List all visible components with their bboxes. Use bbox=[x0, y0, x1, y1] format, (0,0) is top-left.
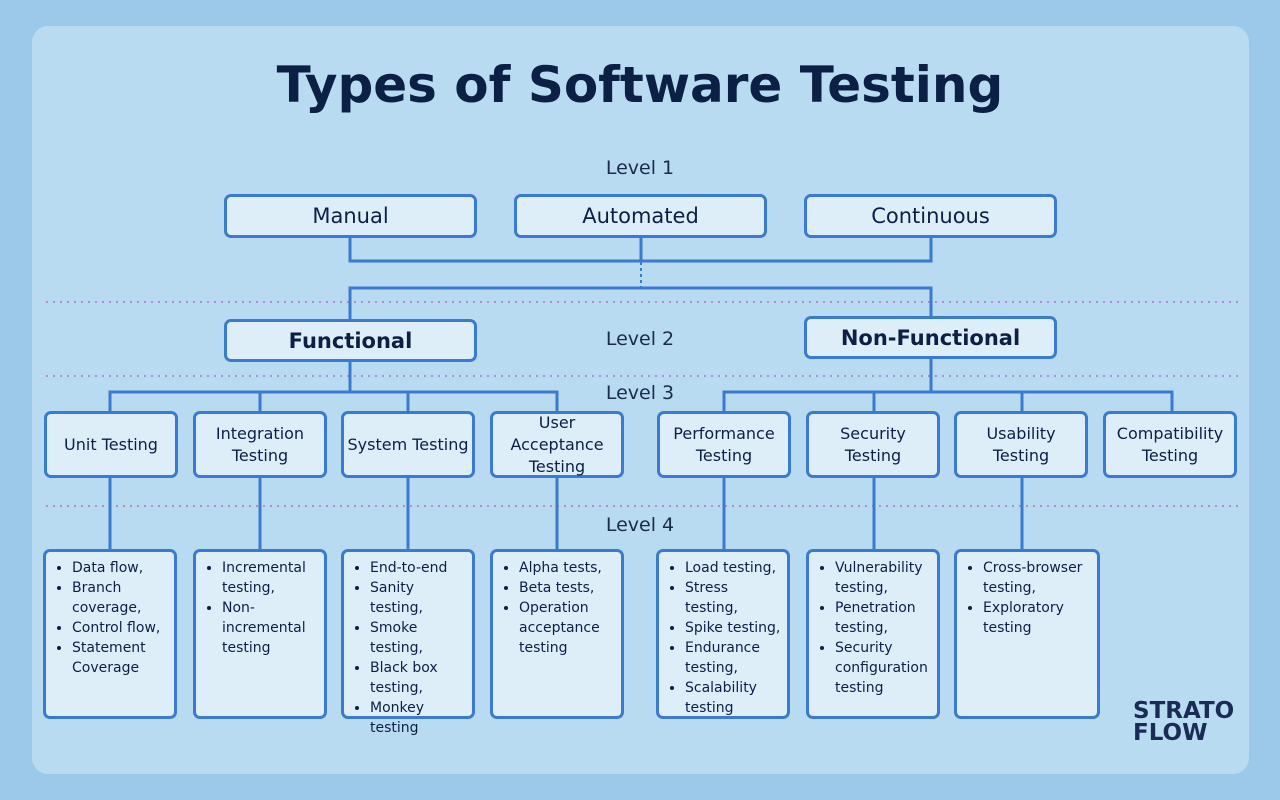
level4-box-unit: Data flow, Branch coverage, Control flow… bbox=[43, 549, 177, 719]
list-item: Smoke testing, bbox=[370, 618, 468, 658]
list-item: Scalability testing bbox=[685, 678, 783, 718]
level4-box-performance: Load testing, Stress testing, Spike test… bbox=[656, 549, 790, 719]
logo-line-2: FLOW bbox=[1133, 720, 1208, 746]
level3-box-performance: Performance Testing bbox=[657, 411, 791, 478]
level3-box-compatibility: Compatibility Testing bbox=[1103, 411, 1237, 478]
level4-box-user-acceptance: Alpha tests, Beta tests, Operation accep… bbox=[490, 549, 624, 719]
list-item: Endurance testing, bbox=[685, 638, 783, 678]
nonfunctional-branch bbox=[722, 390, 1174, 411]
functional-branch bbox=[108, 390, 559, 411]
list-item: Stress testing, bbox=[685, 578, 783, 618]
list-item: Data flow, bbox=[72, 558, 170, 578]
level4-box-usability: Cross-browser testing, Exploratory testi… bbox=[954, 549, 1100, 719]
level4-box-system: End-to-end Sanity testing, Smoke testing… bbox=[341, 549, 475, 736]
diagram-title: Types of Software Testing bbox=[276, 56, 1004, 114]
level1-box-manual: Manual bbox=[224, 194, 477, 238]
list-item: Alpha tests, bbox=[519, 558, 617, 578]
list-item: Beta tests, bbox=[519, 578, 617, 598]
list-item: Security configuration testing bbox=[835, 638, 933, 698]
level4-list-usability: Cross-browser testing, Exploratory testi… bbox=[965, 558, 1093, 638]
strato-flow-logo: STRATO FLOW bbox=[1133, 698, 1235, 746]
level4-list-unit: Data flow, Branch coverage, Control flow… bbox=[54, 558, 170, 678]
level4-box-security: Vulnerability testing, Penetration testi… bbox=[806, 549, 940, 719]
level1-box-continuous: Continuous bbox=[804, 194, 1057, 238]
list-item: Cross-browser testing, bbox=[983, 558, 1093, 598]
level4-list-user-acceptance: Alpha tests, Beta tests, Operation accep… bbox=[501, 558, 617, 658]
list-item: Exploratory testing bbox=[983, 598, 1093, 638]
list-item: Black box testing, bbox=[370, 658, 468, 698]
level3-box-unit: Unit Testing bbox=[44, 411, 178, 478]
level2-box-nonfunctional: Non-Functional bbox=[804, 316, 1057, 359]
list-item: End-to-end bbox=[370, 558, 468, 578]
list-item: Operation acceptance testing bbox=[519, 598, 617, 658]
level4-box-integration: Incremental testing, Non-incremental tes… bbox=[193, 549, 327, 719]
list-item: Spike testing, bbox=[685, 618, 783, 638]
level3-box-usability: Usability Testing bbox=[954, 411, 1088, 478]
level-1-label: Level 1 bbox=[605, 157, 675, 179]
list-item: Branch coverage, bbox=[72, 578, 170, 618]
level4-list-integration: Incremental testing, Non-incremental tes… bbox=[204, 558, 320, 658]
level3-box-integration: Integration Testing bbox=[193, 411, 327, 478]
logo-line-1: STRATO bbox=[1133, 698, 1235, 724]
list-item: Load testing, bbox=[685, 558, 783, 578]
level2-connector bbox=[348, 286, 933, 319]
level3-box-system: System Testing bbox=[341, 411, 475, 478]
level4-list-performance: Load testing, Stress testing, Spike test… bbox=[667, 558, 783, 718]
level2-box-functional: Functional bbox=[224, 319, 477, 362]
level4-list-security: Vulnerability testing, Penetration testi… bbox=[817, 558, 933, 698]
level3-box-security: Security Testing bbox=[806, 411, 940, 478]
list-item: Statement Coverage bbox=[72, 638, 170, 678]
list-item: Incremental testing, bbox=[222, 558, 320, 598]
level4-list-system: End-to-end Sanity testing, Smoke testing… bbox=[352, 558, 468, 738]
level1-box-automated: Automated bbox=[514, 194, 767, 238]
list-item: Vulnerability testing, bbox=[835, 558, 933, 598]
list-item: Penetration testing, bbox=[835, 598, 933, 638]
list-item: Control flow, bbox=[72, 618, 170, 638]
list-item: Monkey testing bbox=[370, 698, 468, 738]
list-item: Sanity testing, bbox=[370, 578, 468, 618]
list-item: Non-incremental testing bbox=[222, 598, 320, 658]
level-3-label: Level 3 bbox=[605, 382, 675, 404]
level3-box-user-acceptance: User Acceptance Testing bbox=[490, 411, 624, 478]
level-2-label: Level 2 bbox=[605, 328, 675, 350]
level-4-label: Level 4 bbox=[605, 514, 675, 536]
